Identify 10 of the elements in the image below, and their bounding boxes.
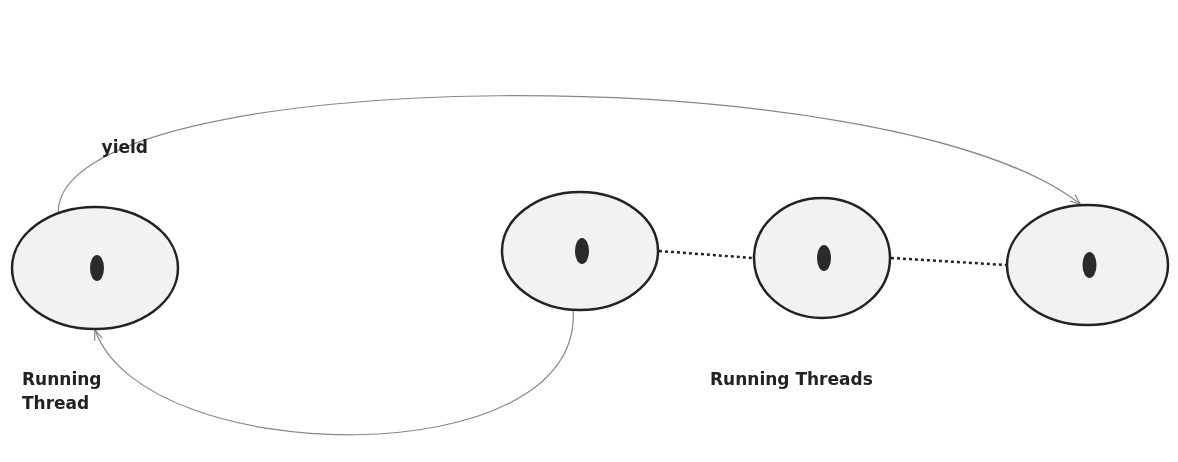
edge-label: yield (101, 136, 148, 160)
curved-arrow (94, 310, 574, 436)
thread-label: Running Thread (22, 368, 103, 415)
thread-ellipse (10, 205, 180, 331)
dotted-line (658, 249, 754, 260)
thread-ellipse (752, 196, 892, 320)
thread-ellipse (500, 190, 660, 312)
thread-ellipse (1005, 203, 1170, 327)
group-label: Running Threads (710, 368, 873, 391)
dotted-line (890, 256, 1007, 267)
